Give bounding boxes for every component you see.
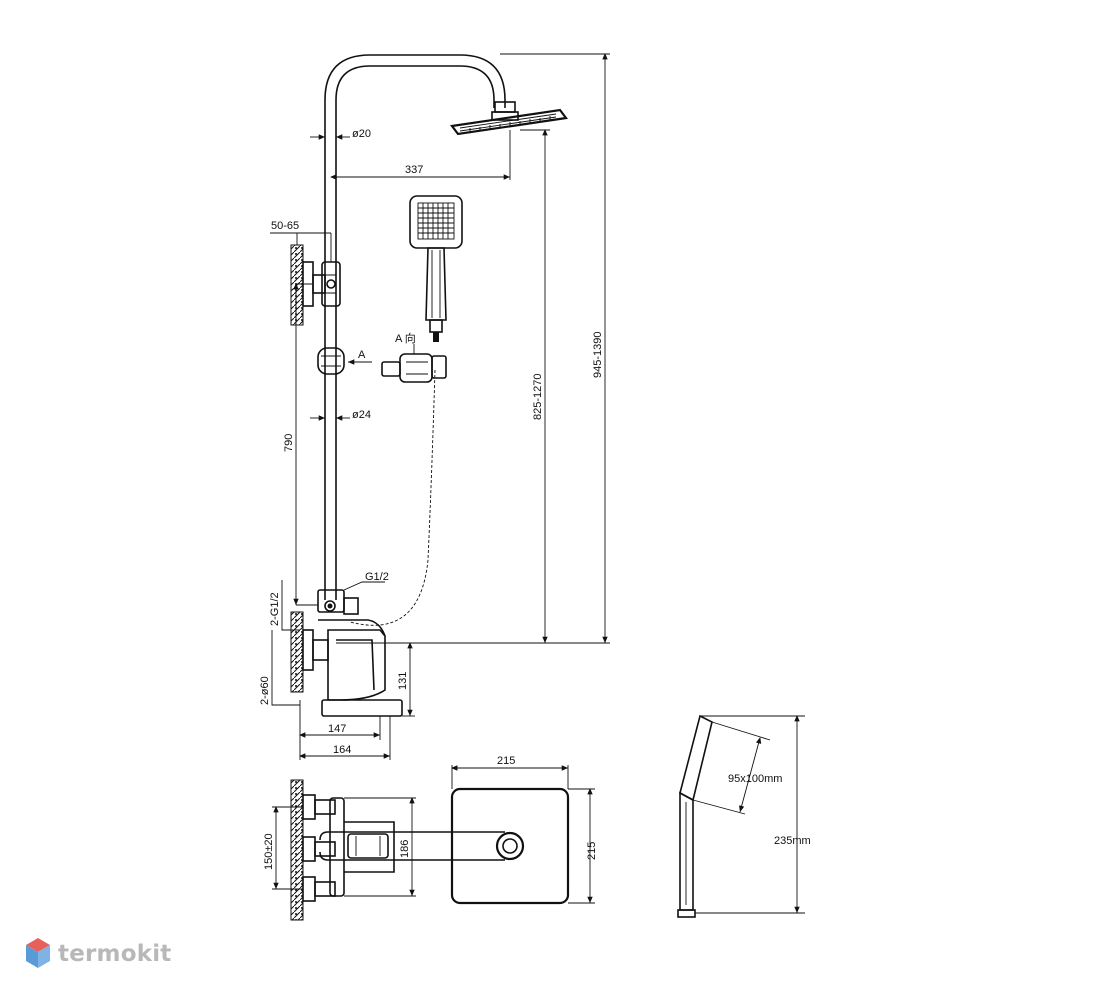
dimension-lines: ø20 337 50-65 A ø24 790 825-1270 945-139… (259, 53, 610, 760)
shower-head-depth-label: 215 (586, 842, 598, 860)
spout-height-label: 131 (397, 672, 409, 690)
brand-name: termokit (58, 941, 172, 967)
top-view: 186 215 215 150±20 (263, 755, 598, 921)
spout-depth-outer-label: 164 (333, 744, 351, 756)
shower-head-width-label: 215 (497, 755, 515, 767)
holder-view-a: A 向 (381, 331, 447, 383)
slider-label: A (358, 349, 366, 361)
mixer-depth-label: 186 (399, 840, 411, 858)
spout-depth-inner-label: 147 (328, 723, 346, 735)
wall-distance-label: 50-65 (271, 220, 299, 232)
bracket-height-label: 790 (283, 434, 295, 452)
hexagon-cube-icon (26, 938, 50, 968)
slider-a (317, 347, 345, 375)
inlet-thread-label: 2-G1/2 (269, 592, 281, 626)
arm-length-label: 337 (405, 164, 423, 176)
hand-shower-face-label: 95x100mm (728, 773, 782, 785)
bar-diameter-label: ø24 (352, 409, 371, 421)
hose (349, 369, 436, 626)
hand-shower-length-label: 235mm (774, 835, 811, 847)
direction-label: A 向 (395, 331, 416, 345)
brand-logo: termokit (24, 936, 171, 972)
rod-diameter-label: ø20 (352, 128, 371, 140)
hand-shower-side-view: 95x100mm 235mm (677, 714, 811, 918)
overhead-range-label: 825-1270 (532, 374, 544, 421)
upper-wall-bracket (290, 244, 341, 326)
inlet-spacing-label: 150±20 (263, 833, 275, 870)
shower-column (324, 54, 568, 600)
mixer-valve (290, 589, 403, 717)
total-range-label: 945-1390 (592, 332, 604, 379)
inlet-diameter-label: 2-ø60 (259, 676, 271, 705)
connection-thread-label: G1/2 (365, 571, 389, 583)
hand-shower (409, 195, 463, 342)
